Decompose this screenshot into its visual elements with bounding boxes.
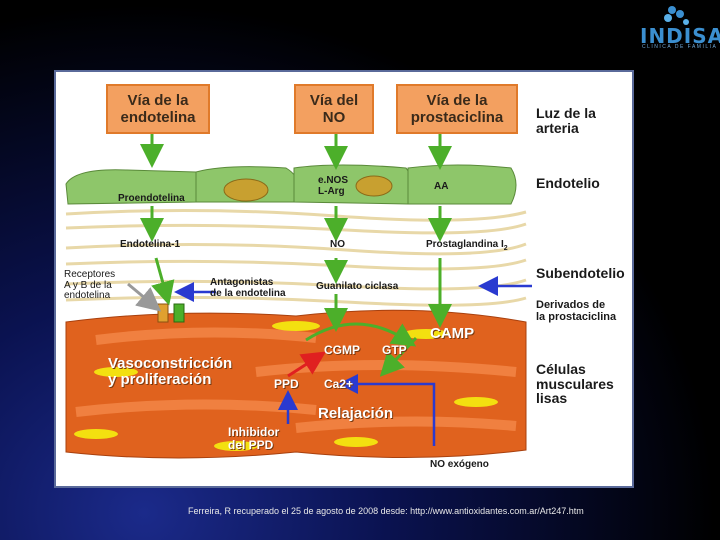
label-cgmp: CGMP bbox=[324, 343, 360, 357]
label-relajacion: Relajación bbox=[318, 405, 394, 422]
layer-subendothelium: Subendotelio bbox=[536, 265, 625, 281]
blue-arrows bbox=[174, 276, 532, 446]
label-vasoconstriccion: Vasoconstricción y proliferación bbox=[108, 355, 233, 388]
brand-name: INDISA bbox=[640, 24, 720, 48]
prostacyclin-pathway-box: Vía de la prostaciclina bbox=[396, 84, 518, 134]
layer-endothelium: Endotelio bbox=[536, 175, 600, 191]
diagram-panel: Vía de la endotelina Vía del NO Vía de l… bbox=[54, 70, 634, 488]
label-endotelina-1: Endotelina-1 bbox=[120, 239, 181, 250]
vascular-pathways-diagram bbox=[65, 134, 532, 459]
layer-smooth-muscle: Células musculares lisas bbox=[536, 361, 614, 407]
brand-tagline: CLINICA DE FAMILIA bbox=[642, 44, 718, 50]
label-receptores: Receptores A y B de la endotelina bbox=[64, 269, 116, 301]
label-no: NO bbox=[330, 239, 345, 250]
green-arrows bbox=[140, 134, 452, 377]
indisa-logo-icon bbox=[664, 6, 689, 25]
label-antagonistas: Antagonistas de la endotelina bbox=[210, 277, 286, 299]
label-guanilato-ciclasa: Guanilato ciclasa bbox=[316, 281, 399, 292]
label-gtp: GTP bbox=[382, 343, 407, 357]
receptor-b bbox=[173, 303, 185, 323]
label-inhibidor-ppd: Inhibidor del PPD bbox=[228, 425, 280, 452]
no-pathway-box: Vía del NO bbox=[294, 84, 374, 134]
label-prostaglandina: Prostaglandina I2 bbox=[426, 239, 508, 252]
label-enos: e.NOS L-Arg bbox=[318, 175, 349, 197]
endothelin-pathway-box: Vía de la endotelina bbox=[106, 84, 210, 134]
receptor-a bbox=[157, 303, 169, 323]
label-proendotelina: Proendotelina bbox=[118, 193, 185, 204]
subendothelium-fibers bbox=[65, 208, 527, 307]
label-ca2: Ca2+ bbox=[324, 377, 354, 391]
endothelial-cells bbox=[65, 164, 517, 205]
label-camp: CAMP bbox=[430, 325, 475, 342]
red-arrow bbox=[287, 351, 327, 378]
label-ppd: PPD bbox=[274, 377, 299, 391]
layer-lumen: Luz de la arteria bbox=[536, 105, 596, 136]
source-citation: Ferreira, R recuperado el 25 de agosto d… bbox=[188, 506, 584, 516]
grey-arrow bbox=[127, 282, 162, 312]
prostacyclin-derivatives-label: Derivados de la prostaciclina bbox=[536, 299, 617, 323]
label-aa: AA bbox=[434, 181, 449, 192]
label-no-exogeno: NO exógeno bbox=[430, 459, 489, 470]
